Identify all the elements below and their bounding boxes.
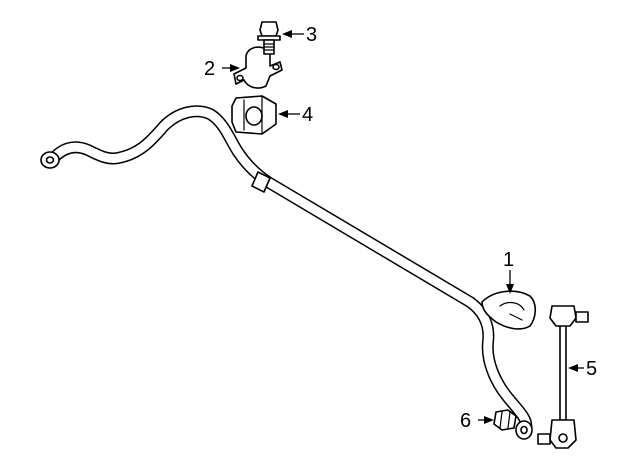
stabilizer-bar-right-hole [520, 425, 528, 435]
bar-bend-inner [499, 301, 525, 321]
leader-2-arrowhead [230, 64, 240, 72]
bracket-bolt [257, 21, 281, 55]
nut-body [493, 409, 517, 431]
bolt-threads [263, 43, 275, 51]
bar-collar [251, 171, 271, 193]
leader-3-arrowhead [282, 30, 292, 38]
callout-2: 2 [204, 58, 215, 80]
bushing-edge [243, 95, 263, 135]
callout-labels: 1 2 3 4 5 6 [204, 24, 597, 432]
bushing-bore [245, 106, 263, 126]
link-nut [493, 409, 517, 431]
link-upper-stud [575, 311, 589, 323]
callout-4: 4 [302, 104, 313, 126]
link-lower-stud [537, 433, 551, 445]
link-rod [559, 321, 567, 421]
bracket-hole-right [272, 63, 280, 71]
bracket-body [233, 46, 283, 89]
stabilizer-link [537, 305, 589, 449]
callout-5: 5 [586, 358, 597, 380]
link-upper-joint [549, 305, 577, 327]
bracket-hole-left [236, 74, 244, 82]
link-lower-eye [558, 433, 568, 443]
nut-face [499, 411, 511, 429]
stabilizer-bracket [233, 46, 283, 89]
leader-5-arrowhead [568, 364, 578, 372]
stabilizer-bushing [231, 95, 277, 135]
leader-1-arrowhead [506, 284, 514, 294]
leader-4-arrowhead [278, 110, 288, 118]
stabilizer-bar-left-hole [45, 156, 55, 164]
callout-6: 6 [460, 410, 471, 432]
stabilizer-bar [40, 105, 537, 440]
bolt-washer [257, 35, 281, 41]
leader-6-arrowhead [484, 416, 494, 424]
callout-1: 1 [503, 249, 514, 271]
stabilizer-bar-core [47, 106, 531, 433]
leaders [222, 30, 584, 424]
callout-3: 3 [306, 24, 317, 46]
bolt-head [259, 21, 279, 37]
